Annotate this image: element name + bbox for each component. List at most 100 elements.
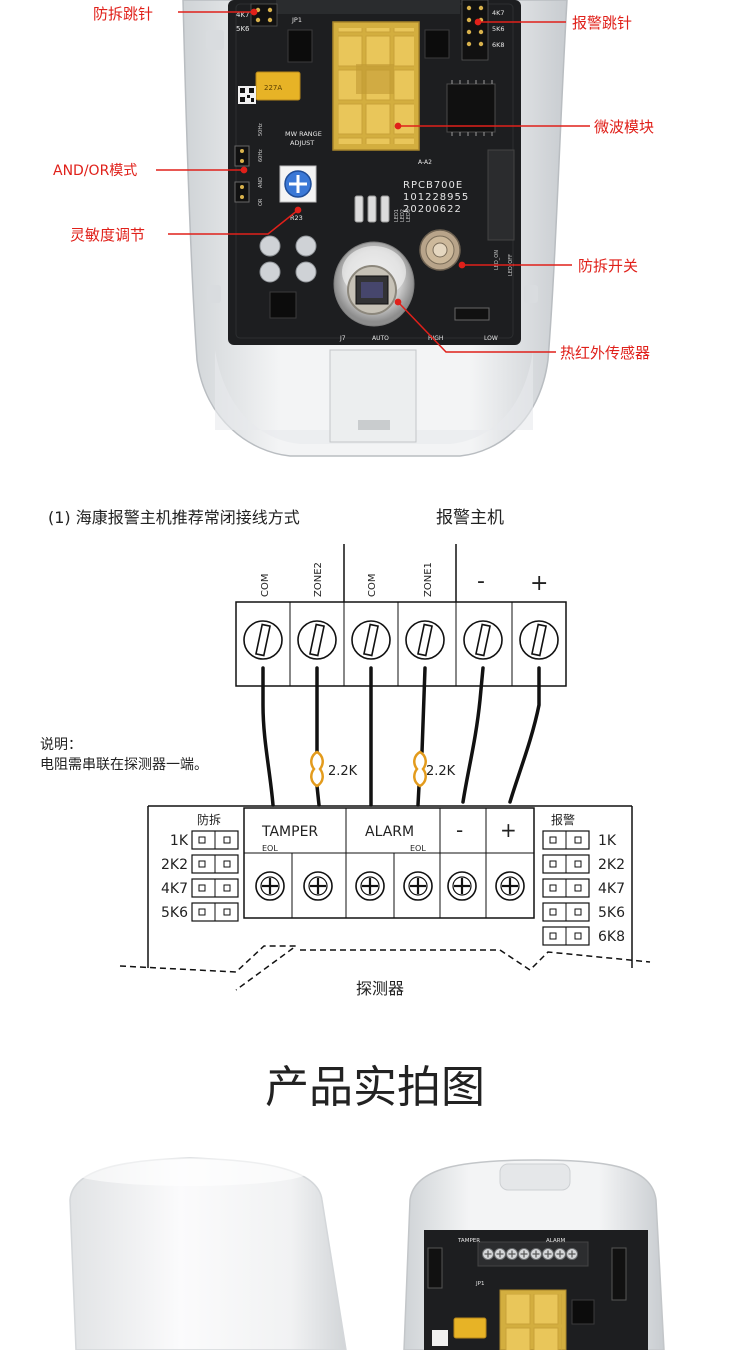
and-or-jumper (234, 145, 250, 203)
detector-screw (355, 871, 385, 901)
tamper-jumper-header (250, 3, 278, 27)
silk-or: OR (258, 198, 264, 206)
silk-4k7-left: 4K7 (236, 11, 250, 19)
mini-jp1-label: JP1 (475, 1281, 484, 1287)
led-array (354, 195, 390, 223)
label-microwave-module: 微波模块 (594, 118, 654, 136)
alarm-group-label: 报警 (551, 812, 575, 827)
host-screw (297, 620, 337, 660)
mini-screw (542, 1248, 554, 1260)
silk-5k6-left: 5K6 (236, 25, 250, 33)
silk-and: AND (258, 177, 264, 188)
host-screw (463, 620, 503, 660)
silk-auto: AUTO (372, 335, 389, 342)
host-screw (405, 620, 445, 660)
photo-front-cover (69, 1157, 347, 1351)
host-terminal-zone1: ZONE1 (423, 562, 434, 597)
mini-tamper-label: TAMPER (457, 1238, 480, 1244)
label-tamper-switch: 防拆开关 (578, 257, 638, 275)
silk-cap: 227A (264, 84, 282, 92)
jumper-row: 5K6 (161, 902, 239, 922)
silk-jp1: JP1 (291, 16, 302, 24)
silk-6k8-right: 6K8 (492, 41, 505, 49)
host-terminal-com-2: COM (367, 574, 378, 597)
jumper-row: 2K2 (161, 854, 239, 874)
jumper-value-label: 4K7 (161, 881, 188, 897)
jumper-row: 1K (170, 830, 239, 850)
silk-4k7-right: 4K7 (492, 9, 505, 17)
host-screws (243, 620, 559, 660)
label-and-or-mode: AND/OR模式 (53, 163, 137, 179)
host-terminal-plus: + (530, 571, 548, 596)
tamper-group-label: 防拆 (197, 812, 221, 827)
label-alarm-jumper: 报警跳针 (572, 14, 632, 32)
silk-60hz: 60Hz (258, 149, 264, 162)
range-jumper (454, 307, 490, 321)
mcu-pins (451, 80, 493, 136)
housing-clip (358, 420, 390, 430)
mini-terminal-screws (482, 1248, 578, 1260)
detector-alarm-label: ALARM (365, 824, 414, 840)
resistor-2-label: 2.2K (426, 764, 456, 779)
side-connector (487, 149, 515, 241)
jumper-row: 1K (542, 830, 617, 850)
silk-a-a2: A-A2 (418, 159, 432, 166)
leader-dot (240, 166, 248, 174)
mini-screw (494, 1248, 506, 1260)
tamper-switch (419, 229, 461, 271)
silk-model: RPCB700E (403, 180, 463, 191)
host-terminal-zone2: ZONE2 (313, 562, 324, 597)
jumper-value-label: 5K6 (598, 905, 625, 921)
mcu-chip (446, 83, 496, 133)
silk-5k6-right: 5K6 (492, 25, 505, 33)
wire-zone2-tamper (315, 666, 321, 807)
leader-dot (394, 298, 402, 306)
mini-alarm-label: ALARM (546, 1238, 566, 1244)
sensitivity-potentiometer (279, 165, 317, 203)
wiring-title: (1) 海康报警主机推荐常闭接线方式 (48, 508, 300, 527)
host-screw (351, 620, 391, 660)
detector-eol-1: EOL (262, 844, 278, 853)
label-tamper-jumper: 防拆跳针 (93, 5, 153, 23)
housing-tab (206, 30, 224, 50)
wire-minus (461, 666, 485, 804)
host-screw (519, 620, 559, 660)
detector-outline (119, 805, 651, 991)
eol-resistor-1 (310, 750, 324, 788)
jumper-row: 2K2 (542, 854, 625, 874)
silk-50hz: 50Hz (258, 123, 264, 136)
photo-open-housing: TAMPER ALARM JP1 (403, 1159, 665, 1351)
wire-zone1-alarm (416, 666, 427, 807)
pir-sensor (333, 241, 415, 327)
host-terminal-block (235, 544, 567, 687)
board-photo: 4K7 5K6 4K7 5K6 6K8 JP1 227A (182, 0, 568, 457)
leader-dot (394, 122, 402, 130)
leader-dot (250, 8, 258, 16)
detector-eol-2: EOL (410, 844, 426, 853)
jumper-row: 4K7 (542, 878, 625, 898)
detector-minus-label: - (456, 818, 463, 842)
detector-label: 探测器 (356, 979, 404, 998)
jumper-value-label: 2K2 (598, 857, 625, 873)
note-body: 电阻需串联在探测器一端。 (40, 757, 208, 773)
silk-serial: 101228955 (403, 192, 469, 203)
alarm-jumper-header (461, 0, 489, 61)
wiring-diagram: (1) 海康报警主机推荐常闭接线方式 报警主机 COM ZONE2 COM ZO… (40, 508, 651, 998)
ic-chip-3 (269, 291, 297, 319)
leader-dot (294, 206, 302, 214)
detector-screw (447, 871, 477, 901)
host-label: 报警主机 (436, 508, 504, 528)
eol-resistor-2 (413, 750, 427, 788)
silk-mw-range: MW RANGE (285, 130, 322, 138)
jumper-row: 5K6 (542, 902, 625, 922)
detector-screw (403, 871, 433, 901)
wires (261, 666, 541, 807)
leader-pir (397, 301, 556, 353)
silk-led3: LED3 (406, 209, 412, 222)
ic-chip (287, 29, 313, 63)
silk-date: 20200622 (403, 204, 462, 215)
photos-section-title: 产品实拍图 (265, 1062, 485, 1113)
detector-screw (255, 871, 285, 901)
resistor-1-label: 2.2K (328, 764, 358, 779)
jumper-value-label: 2K2 (161, 857, 188, 873)
